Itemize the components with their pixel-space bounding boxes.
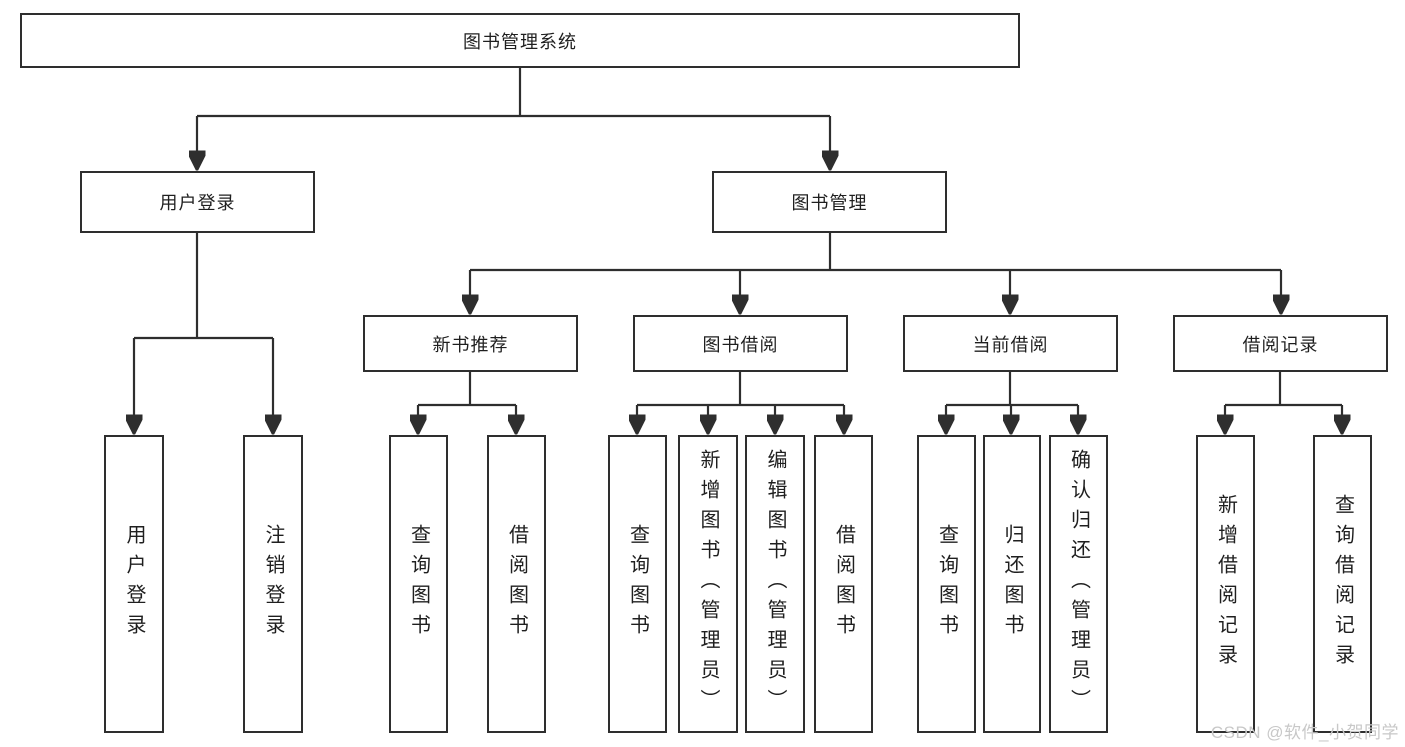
watermark: CSDN @软件_小贺同学 bbox=[1210, 723, 1399, 742]
leaf-query-books-current-label: 查询图书 bbox=[935, 524, 958, 644]
node-book-management: 图书管理 bbox=[712, 171, 947, 233]
leaf-borrow-books: 借阅图书 bbox=[814, 435, 873, 733]
leaf-logout: 注销登录 bbox=[243, 435, 303, 733]
node-book-borrowing: 图书借阅 bbox=[633, 315, 848, 372]
node-new-book-recommend: 新书推荐 bbox=[363, 315, 578, 372]
leaf-borrow-books-recommend-label: 借阅图书 bbox=[505, 524, 528, 644]
leaf-user-login-label: 用户登录 bbox=[123, 524, 145, 644]
leaf-return-books: 归还图书 bbox=[983, 435, 1041, 733]
leaf-add-borrow-record-label: 新增借阅记录 bbox=[1214, 494, 1237, 674]
leaf-confirm-return-admin-label: 确认归还（管理员） bbox=[1067, 449, 1090, 719]
leaf-add-borrow-record: 新增借阅记录 bbox=[1196, 435, 1255, 733]
leaf-edit-books-admin-label: 编辑图书（管理员） bbox=[764, 449, 786, 719]
leaf-logout-label: 注销登录 bbox=[262, 524, 284, 644]
leaf-query-books-current: 查询图书 bbox=[917, 435, 976, 733]
node-user-login: 用户登录 bbox=[80, 171, 315, 233]
node-borrowing-records: 借阅记录 bbox=[1173, 315, 1388, 372]
leaf-user-login: 用户登录 bbox=[104, 435, 164, 733]
leaf-borrow-books-recommend: 借阅图书 bbox=[487, 435, 546, 733]
leaf-add-books-admin: 新增图书（管理员） bbox=[678, 435, 738, 733]
leaf-query-books-recommend: 查询图书 bbox=[389, 435, 448, 733]
leaf-edit-books-admin: 编辑图书（管理员） bbox=[745, 435, 805, 733]
node-library-system: 图书管理系统 bbox=[20, 13, 1020, 68]
leaf-query-books-borrow: 查询图书 bbox=[608, 435, 667, 733]
leaf-query-books-borrow-label: 查询图书 bbox=[626, 524, 649, 644]
leaf-add-books-admin-label: 新增图书（管理员） bbox=[697, 449, 719, 719]
leaf-return-books-label: 归还图书 bbox=[1001, 524, 1023, 644]
leaf-borrow-books-label: 借阅图书 bbox=[832, 524, 855, 644]
leaf-query-borrow-record-label: 查询借阅记录 bbox=[1331, 494, 1354, 674]
leaf-confirm-return-admin: 确认归还（管理员） bbox=[1049, 435, 1108, 733]
leaf-query-books-recommend-label: 查询图书 bbox=[407, 524, 430, 644]
leaf-query-borrow-record: 查询借阅记录 bbox=[1313, 435, 1372, 733]
node-current-borrowing: 当前借阅 bbox=[903, 315, 1118, 372]
